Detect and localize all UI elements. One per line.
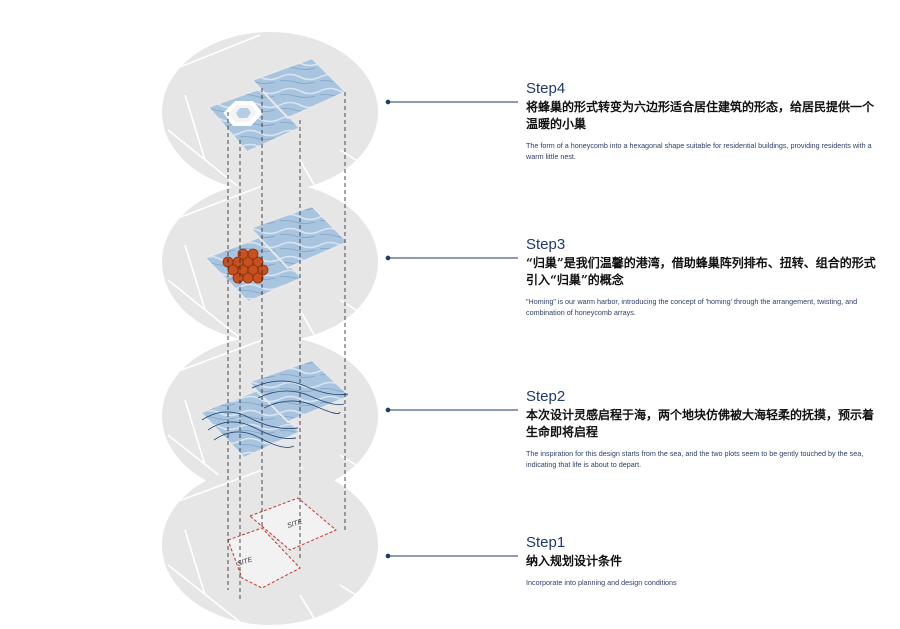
step2-description-cn: 本次设计灵感启程于海，两个地块仿佛被大海轻柔的抚摸，预示着生命即将启程 [526,408,875,439]
water-plot-right-step4 [250,56,348,120]
sea-contour-lines [201,380,349,448]
disc-step1: SITE SITE [162,465,378,625]
step4-description-cn: 将蜂巢的形式转变为六边形适合居住建筑的形态，给居民提供一个温暖的小巢 [526,100,875,131]
leader-lines [385,99,518,559]
step1-title: Step1 [526,534,566,551]
step3-text: Step3 “归巢”是我们温馨的港湾，借助蜂巢阵列排布、扭转、组合的形式引入“归… [526,236,876,318]
step4-title: Step4 [526,80,566,97]
step2-description-en: The inspiration for this design starts f… [526,449,864,469]
step2-text: Step2 本次设计灵感启程于海，两个地块仿佛被大海轻柔的抚摸，预示着生命即将启… [526,388,876,470]
site-plot-right-outline [249,497,337,551]
step3-description-cn: “归巢”是我们温馨的港湾，借助蜂巢阵列排布、扭转、组合的形式引入“归巢”的概念 [526,256,876,287]
site-plot-left-outline [227,527,301,589]
site-label-left: SITE [236,556,253,568]
step1-description-cn: 纳入规划设计条件 [526,554,623,568]
step4-text: Step4 将蜂巢的形式转变为六边形适合居住建筑的形态，给居民提供一个温暖的小巢… [526,80,876,162]
disc-step4 [162,32,378,192]
step2-title: Step2 [526,388,566,405]
step1-description-en: Incorporate into planning and design con… [526,578,677,587]
step3-description-en: "Homing" is our warm harbor, introducing… [526,297,858,317]
honeycomb-array [222,248,269,284]
step3-title: Step3 [526,236,566,253]
water-plot-right-step3 [248,204,350,270]
dashed-connectors [227,88,346,600]
site-label-right: SITE [286,518,303,530]
disc-step3 [162,182,378,342]
hexagon-courtyard [236,108,251,118]
water-plot-right-step2 [246,358,352,424]
step4-description-en: The form of a honeycomb into a hexagonal… [526,141,872,161]
step1-text: Step1 纳入规划设计条件 Incorporate into planning… [526,534,876,588]
disc-step2 [162,336,378,496]
